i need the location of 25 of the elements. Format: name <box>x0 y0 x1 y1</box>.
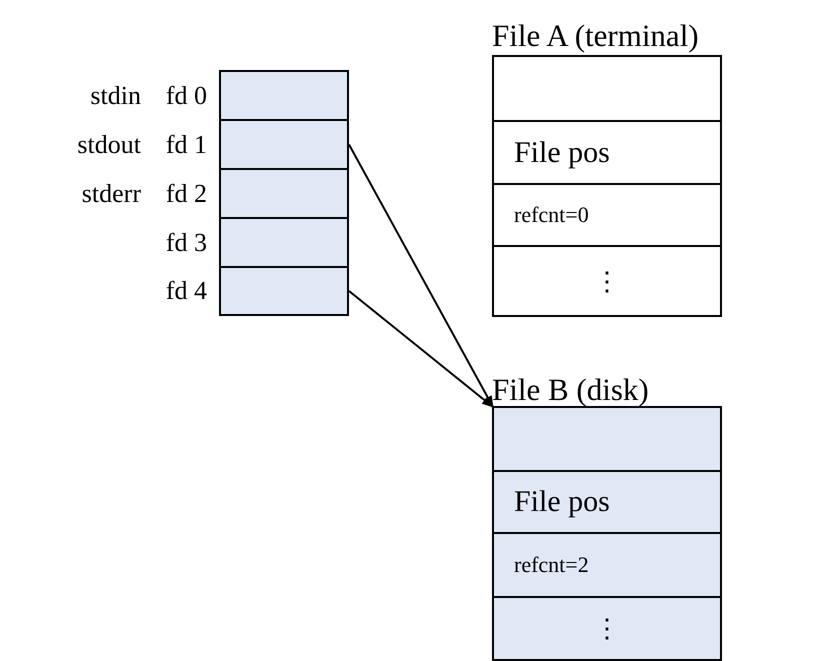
table-heading: File A (terminal) <box>492 18 699 54</box>
descriptor-number: fd 1 <box>166 130 207 160</box>
arrow <box>348 290 494 408</box>
table-slot <box>219 168 349 219</box>
descriptor-number: fd 3 <box>166 228 207 258</box>
stream-name: stderr <box>82 178 141 208</box>
stream-name: stdin <box>90 80 141 110</box>
table-row: File pos <box>492 470 722 534</box>
table-slot <box>219 217 349 268</box>
table-row: refcnt=0 <box>492 183 722 247</box>
descriptor-number: fd 2 <box>166 178 207 208</box>
table-row: ⋮ <box>492 596 722 661</box>
arrow <box>348 144 494 408</box>
table-row: ⋮ <box>492 245 722 317</box>
table-slot <box>492 406 722 472</box>
table-slot <box>219 266 349 316</box>
table-heading: File B (disk) <box>492 372 649 408</box>
descriptor-number: fd 4 <box>166 276 207 306</box>
descriptor-number: fd 0 <box>166 80 207 110</box>
table-slot <box>219 70 349 121</box>
table-row: File pos <box>492 120 722 185</box>
table-slot <box>219 119 349 170</box>
stream-name: stdout <box>77 130 141 160</box>
table-row: refcnt=2 <box>492 532 722 598</box>
table-slot <box>492 55 722 122</box>
